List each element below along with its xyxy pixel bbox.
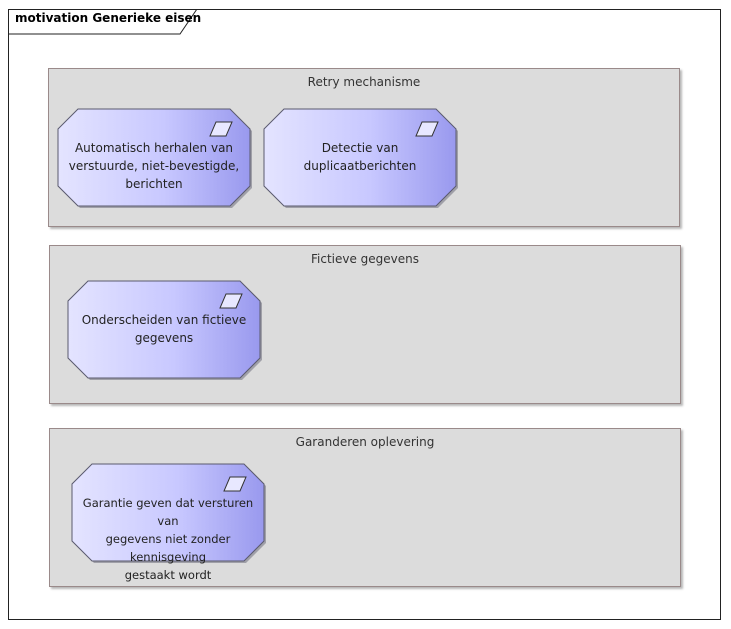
requirement-shape bbox=[67, 280, 262, 380]
group-title: Fictieve gegevens bbox=[310, 252, 420, 266]
requirement-label-line: Onderscheiden van fictieve bbox=[81, 313, 247, 327]
requirement-label-line: berichten bbox=[125, 177, 183, 191]
requirement-label-line: gegevens bbox=[134, 331, 194, 345]
requirement-body bbox=[71, 463, 265, 562]
requirement-label-line: verstuurde, niet-bevestigde, bbox=[68, 159, 240, 173]
group-title: Retry mechanisme bbox=[307, 75, 421, 89]
requirement-shape bbox=[263, 108, 458, 208]
requirement-label: Detectie van duplicaatberichten bbox=[266, 139, 454, 175]
requirement-label: Garantie geven dat versturen van gegeven… bbox=[74, 494, 262, 584]
diagram-title: motivation Generieke eisen bbox=[15, 11, 202, 25]
requirement-shape bbox=[57, 108, 252, 208]
requirement-label-line: gestaakt wordt bbox=[124, 568, 212, 582]
requirement-label-line: Detectie van duplicaatberichten bbox=[303, 141, 417, 173]
requirement-body bbox=[67, 280, 261, 379]
requirement-icon bbox=[415, 121, 439, 137]
requirement-detectie-duplicaatberichten[interactable]: Detectie van duplicaatberichten bbox=[263, 108, 458, 208]
requirement-body bbox=[57, 108, 251, 207]
requirement-label: Automatisch herhalen van verstuurde, nie… bbox=[60, 139, 248, 193]
requirement-icon bbox=[223, 476, 247, 492]
group-retry-mechanisme[interactable]: Retry mechanisme Automatisch herhalen va… bbox=[48, 68, 680, 227]
diagram-title-tab bbox=[8, 9, 198, 35]
requirement-label-line: gegevens niet zonder kennisgeving bbox=[105, 532, 231, 564]
requirement-body bbox=[263, 108, 457, 207]
group-fictieve-gegevens[interactable]: Fictieve gegevens Onderscheiden van fict… bbox=[49, 245, 681, 404]
requirement-label-line: Automatisch herhalen van bbox=[74, 141, 234, 155]
requirement-label: Onderscheiden van fictieve gegevens bbox=[70, 311, 258, 347]
requirement-automatisch-herhalen[interactable]: Automatisch herhalen van verstuurde, nie… bbox=[57, 108, 252, 208]
group-title: Garanderen oplevering bbox=[295, 435, 435, 449]
requirement-shape bbox=[71, 463, 266, 563]
requirement-onderscheiden-fictieve-gegevens[interactable]: Onderscheiden van fictieve gegevens bbox=[67, 280, 262, 380]
requirement-icon bbox=[219, 293, 243, 309]
requirement-icon bbox=[209, 121, 233, 137]
requirement-label-line: Garantie geven dat versturen van bbox=[82, 496, 254, 528]
group-garanderen-oplevering[interactable]: Garanderen oplevering Garantie geven dat… bbox=[49, 428, 681, 587]
requirement-garantie-versturen[interactable]: Garantie geven dat versturen van gegeven… bbox=[71, 463, 266, 582]
